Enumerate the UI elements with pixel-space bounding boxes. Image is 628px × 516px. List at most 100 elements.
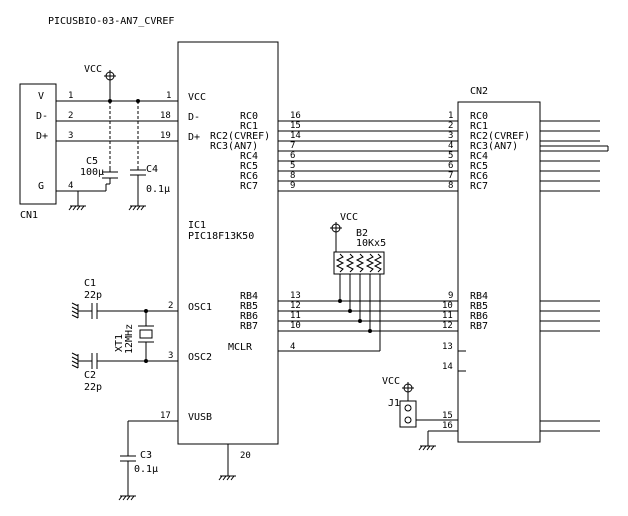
c3-ref: C3	[140, 450, 152, 461]
cn2-pin-num-5: 5	[448, 151, 453, 161]
c3-value: 0.1μ	[134, 464, 158, 475]
dashed-nets	[109, 101, 139, 166]
junction-dot	[144, 309, 148, 313]
c4-value: 0.1μ	[146, 184, 170, 195]
ic1-pin-label-mclr: MCLR	[228, 342, 253, 353]
ic1-pin-num-10: 10	[290, 321, 301, 331]
ic1-pin-label-vcc: VCC	[188, 92, 206, 103]
ic1-pin-label-rb4: RB4	[240, 291, 258, 302]
cn2-label-rc1: RC1	[470, 121, 488, 132]
ic1-pin-num-2: 2	[168, 301, 173, 311]
junction-dot	[358, 319, 362, 323]
ic1-pin-num-4: 4	[290, 342, 295, 352]
cn2-pin-num-4: 4	[448, 141, 453, 151]
ic1-pin-num-1: 1	[166, 91, 171, 101]
b2-ref: B2	[356, 228, 368, 239]
ic1-pin-num-11: 11	[290, 311, 301, 321]
cn2-pin-num-10: 10	[442, 301, 453, 311]
junction-dot	[144, 359, 148, 363]
c5-ref: C5	[86, 156, 98, 167]
cn2-label-rc5: RC5	[470, 161, 488, 172]
c1-value: 22p	[84, 290, 102, 301]
vcc-j1-label: VCC	[382, 376, 400, 387]
ic1-pin-num-12: 12	[290, 301, 301, 311]
xt1-ref: XT1	[114, 334, 125, 352]
cn2-pin-stubs	[458, 350, 466, 372]
cn2-label-rb4: RB4	[470, 291, 488, 302]
junction-dot	[348, 309, 352, 313]
rb-bus-wires	[278, 300, 458, 352]
cn1-pin-num-3: 3	[68, 131, 73, 141]
c4-capacitor: C4 0.1μ	[128, 164, 170, 211]
ic1-pin-num-18: 18	[160, 111, 171, 121]
j1-ref: J1	[388, 398, 400, 409]
c4-ref: C4	[146, 164, 158, 175]
cn2-pin-num-13: 13	[442, 342, 453, 352]
ic1-pin-label-dminus: D-	[188, 112, 200, 123]
ic1-pin-num-14: 14	[290, 131, 301, 141]
ic1-part: PIC18F13K50	[188, 231, 254, 242]
oscillator-circuit: C1 22p C2 22p XT1 12MHz	[71, 278, 178, 393]
ic1-pin-num-15: 15	[290, 121, 301, 131]
cn1-body	[19, 83, 57, 205]
cn2-label-rc4: RC4	[470, 151, 488, 162]
cn2-label-rc2: RC2(CVREF)	[470, 131, 530, 142]
cn1-pin-label-dplus: D+	[36, 131, 48, 142]
cn1-pin-label-dminus: D-	[36, 111, 48, 122]
c2-value: 22p	[84, 382, 102, 393]
schematic-title: PICUSBIO-03-AN7_CVREF	[48, 16, 174, 27]
c1-ref: C1	[84, 278, 96, 289]
cn2-pin-num-9: 9	[448, 291, 453, 301]
cn1-ref: CN1	[20, 210, 38, 221]
ic1-pin-label-rc3: RC3(AN7)	[210, 141, 258, 152]
vcc-symbol-left: VCC	[84, 64, 116, 101]
vusb-c3: C3 0.1μ	[118, 420, 178, 501]
cn2-output-lines	[540, 120, 609, 432]
cn1-pin-num-1: 1	[68, 91, 73, 101]
ic1-pin-label-rc7: RC7	[240, 181, 258, 192]
cn2-label-rc3: RC3(AN7)	[470, 141, 518, 152]
ic1-pin-label-rc1: RC1	[240, 121, 258, 132]
cn2-pin-num-14: 14	[442, 362, 453, 372]
cn2-ref: CN2	[470, 86, 488, 97]
cn2-label-rc0: RC0	[470, 111, 488, 122]
cn2-pin-num-3: 3	[448, 131, 453, 141]
rc-bus-wires	[278, 120, 458, 192]
ic1-pin-label-osc1: OSC1	[188, 302, 212, 313]
c2-ref: C2	[84, 370, 96, 381]
j1-jumper: VCC J1	[382, 376, 458, 451]
vcc-b2-label: VCC	[340, 212, 358, 223]
ic1-pin-num-16: 16	[290, 111, 301, 121]
junction-dot	[338, 299, 342, 303]
cn2-label-rb6: RB6	[470, 311, 488, 322]
ic1-body	[177, 41, 279, 445]
ic1-pin-label-dplus: D+	[188, 132, 200, 143]
cn1-pin-label-v: V	[38, 91, 44, 102]
ic1-pin-num-20: 20	[240, 451, 251, 461]
cn1-pin-num-2: 2	[68, 111, 73, 121]
vcc-left-label: VCC	[84, 64, 102, 75]
cn2-body	[457, 101, 541, 443]
cn2-pin-num-6: 6	[448, 161, 453, 171]
cn2-pin-num-1: 1	[448, 111, 453, 121]
cn2-pin-num-8: 8	[448, 181, 453, 191]
ic1-pin-label-rb6: RB6	[240, 311, 258, 322]
cn2-pin-num-11: 11	[442, 311, 453, 321]
cn2-pin-num-12: 12	[442, 321, 453, 331]
ic1-pin-label-rb5: RB5	[240, 301, 258, 312]
ic1-ref: IC1	[188, 220, 206, 231]
cn2-pin-num-7: 7	[448, 171, 453, 181]
b2-value: 10Kx5	[356, 238, 386, 249]
ic1-pin-num-13: 13	[290, 291, 301, 301]
cn2-label-rb7: RB7	[470, 321, 488, 332]
ic1-pin-label-osc2: OSC2	[188, 352, 212, 363]
b2-resistor-network: VCC B2 10Kx5	[330, 212, 386, 351]
ic1-pin-num-8: 8	[290, 171, 295, 181]
ic1-pin-num-17: 17	[160, 411, 171, 421]
cn1-pin-num-4: 4	[68, 181, 73, 191]
ic1-pin-num-5: 5	[290, 161, 295, 171]
xt1-value: 12MHz	[124, 324, 135, 354]
c5-capacitor: C5 100μ	[80, 156, 118, 185]
ic1-pin-label-rc5: RC5	[240, 161, 258, 172]
